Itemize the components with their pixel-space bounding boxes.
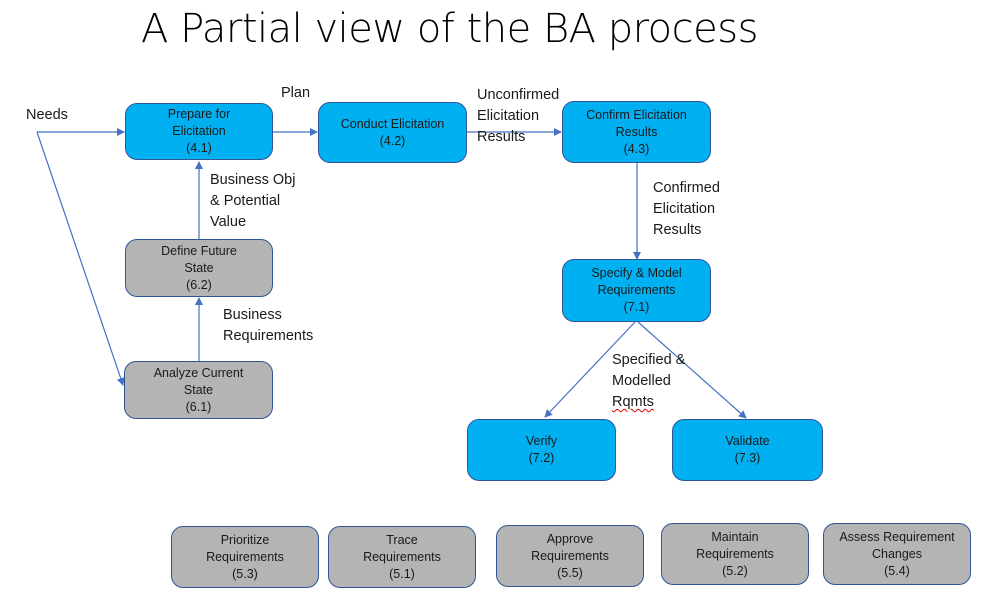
node-label: Maintain xyxy=(711,529,759,544)
edge-label-business-requirements: Business Requirements xyxy=(223,305,313,347)
node-label: Verify xyxy=(525,434,558,448)
edge-label-specified-requirements: Specified & Modelled Rqmts xyxy=(612,350,685,413)
node-code: (6.2) xyxy=(186,277,212,292)
node-code: (7.3) xyxy=(734,451,761,465)
node-label: State xyxy=(183,382,214,397)
node-label: Approve xyxy=(546,531,594,546)
label-line: Business xyxy=(223,307,282,323)
node-validate[interactable]: Validate (7.3) xyxy=(672,419,823,481)
node-label: Specify & Model xyxy=(591,266,682,280)
node-code: (6.1) xyxy=(185,399,212,414)
node-code: (7.1) xyxy=(623,300,650,314)
node-label: Prioritize xyxy=(220,532,270,547)
node-analyze-current-state[interactable]: Analyze Current State (6.1) xyxy=(124,361,273,419)
node-code: (5.1) xyxy=(389,566,415,581)
node-conduct-elicitation[interactable]: Conduct Elicitation (4.2) xyxy=(318,102,467,163)
diagram-title: A Partial view of the BA process xyxy=(141,6,758,52)
label-line: Results xyxy=(477,129,526,145)
node-define-future-state[interactable]: Define Future State (6.2) xyxy=(125,239,273,297)
label-line: Rqmts xyxy=(612,392,685,413)
node-label: Define Future xyxy=(161,243,237,258)
node-label: Confirm Elicitation xyxy=(586,107,687,122)
edge-label-needs: Needs xyxy=(26,107,68,123)
label-line: Value xyxy=(210,214,247,230)
label-line: Confirmed xyxy=(653,180,720,196)
node-label: Trace xyxy=(386,532,418,547)
node-approve-requirements[interactable]: Approve Requirements (5.5) xyxy=(496,525,644,587)
spellcheck-word: Rqmts xyxy=(612,394,654,410)
node-label: State xyxy=(184,260,214,275)
node-label: Elicitation xyxy=(172,124,226,138)
specify-to-validate-arrow xyxy=(637,321,747,419)
node-confirm-elicitation[interactable]: Confirm Elicitation Results (4.3) xyxy=(562,101,711,163)
node-label: Requirements xyxy=(597,283,676,297)
edge-label-plan: Plan xyxy=(281,85,311,101)
node-label: Assess Requirement xyxy=(839,529,955,544)
node-label: Requirements xyxy=(696,546,774,561)
edge-label-business-objectives: Business Obj & Potential Value xyxy=(210,170,295,233)
node-label: Prepare for xyxy=(167,107,231,121)
needs-to-analyze-arrow xyxy=(36,131,125,386)
node-maintain-requirements[interactable]: Maintain Requirements (5.2) xyxy=(661,523,809,585)
label-line: Specified & xyxy=(612,352,686,368)
node-trace-requirements[interactable]: Trace Requirements (5.1) xyxy=(328,526,476,588)
label-line: & Potential xyxy=(210,193,281,209)
node-code: (4.2) xyxy=(379,133,406,148)
node-code: (5.5) xyxy=(557,565,583,580)
node-label: Requirements xyxy=(206,549,284,564)
label-line: Unconfirmed xyxy=(477,87,560,103)
node-code: (5.4) xyxy=(884,563,910,578)
label-line: Modelled xyxy=(612,373,671,389)
node-code: (4.1) xyxy=(186,141,212,155)
specify-to-verify-arrow xyxy=(544,321,636,418)
node-specify-model-requirements[interactable]: Specify & Model Requirements (7.1) xyxy=(562,259,711,322)
node-label: Requirements xyxy=(531,548,609,563)
label-line: Results xyxy=(653,222,702,238)
node-code: (5.2) xyxy=(722,563,748,578)
node-assess-requirement-changes[interactable]: Assess Requirement Changes (5.4) xyxy=(823,523,971,585)
label-line: Elicitation xyxy=(653,201,716,217)
label-line: Elicitation xyxy=(477,108,540,124)
node-label: Validate xyxy=(725,434,770,448)
edge-label-confirmed-results: Confirmed Elicitation Results xyxy=(653,178,720,241)
node-label: Requirements xyxy=(363,549,441,564)
node-label: Results xyxy=(615,124,658,139)
edge-label-unconfirmed-results: Unconfirmed Elicitation Results xyxy=(477,85,559,148)
node-code: (5.3) xyxy=(232,566,258,581)
node-verify[interactable]: Verify (7.2) xyxy=(467,419,616,481)
node-label: Changes xyxy=(871,546,923,561)
label-line: Requirements xyxy=(223,328,314,344)
node-prepare-elicitation[interactable]: Prepare for Elicitation (4.1) xyxy=(125,103,273,160)
node-prioritize-requirements[interactable]: Prioritize Requirements (5.3) xyxy=(171,526,319,588)
node-code: (7.2) xyxy=(528,451,555,465)
node-label: Conduct Elicitation xyxy=(340,116,445,131)
node-label: Analyze Current xyxy=(153,365,244,380)
label-line: Business Obj xyxy=(210,172,296,188)
node-code: (4.3) xyxy=(623,141,650,156)
